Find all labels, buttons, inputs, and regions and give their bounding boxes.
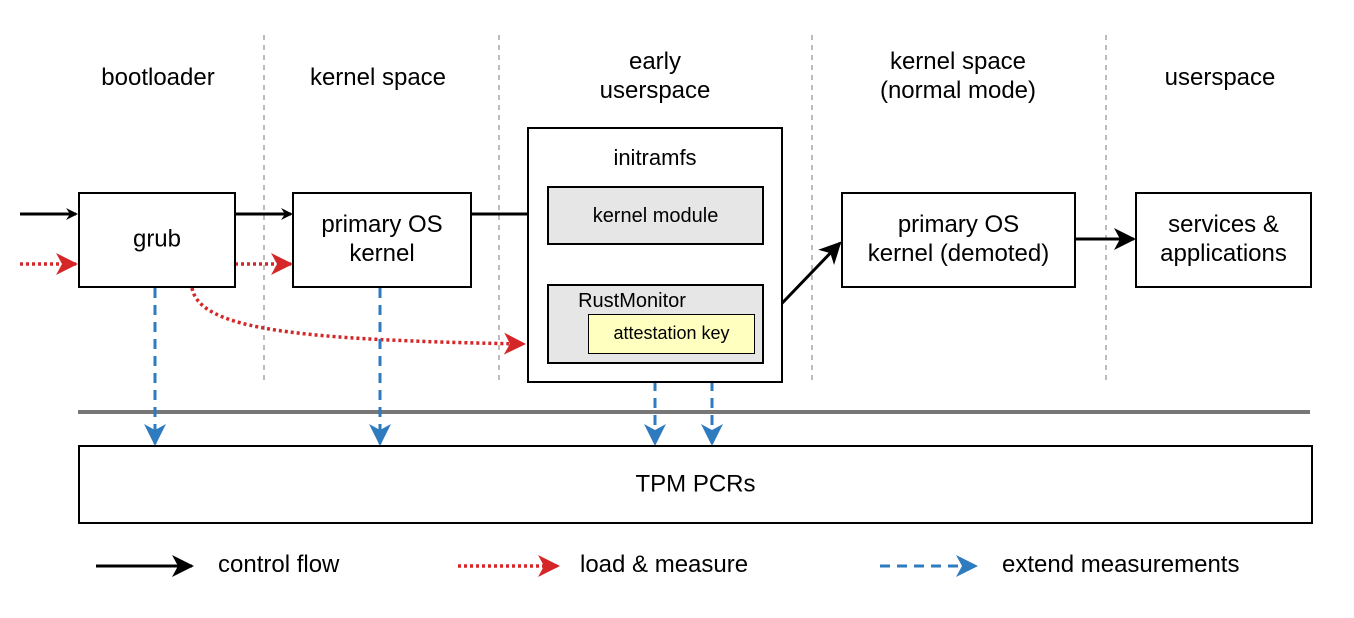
legend-load-measure: load & measure	[580, 551, 749, 578]
legend-extend-measurements: extend measurements	[1002, 551, 1240, 578]
demoted-kernel-label: primary OS kernel (demoted)	[867, 211, 1050, 267]
extend-arrows	[144, 245, 723, 446]
primary-kernel-box: primary OS kernel	[292, 192, 472, 288]
primary-kernel-label: primary OS kernel	[321, 211, 443, 267]
tpm-pcrs-box: TPM PCRs	[78, 445, 1313, 524]
legend-control-flow: control flow	[218, 551, 340, 578]
stage-label-userspace: userspace	[1164, 64, 1276, 91]
kernel-module-box: kernel module	[547, 186, 764, 245]
rust-monitor-label: RustMonitor	[578, 290, 686, 312]
kernel-module-label: kernel module	[592, 204, 719, 227]
services-box: services & applications	[1135, 192, 1312, 288]
services-label: services & applications	[1160, 211, 1287, 267]
stage-label-kernel-space: kernel space	[309, 64, 447, 91]
stage-label-bootloader: bootloader	[101, 64, 215, 91]
stage-label-kernel-space-normal: kernel space (normal mode)	[879, 48, 1037, 104]
grub-label: grub	[132, 225, 182, 253]
attestation-key-box: attestation key	[588, 314, 755, 354]
initramfs-label: initramfs	[613, 145, 697, 170]
stage-label-early-userspace: early userspace	[599, 48, 711, 104]
stage-dividers	[263, 35, 1107, 380]
grub-box: grub	[78, 192, 236, 288]
demoted-kernel-box: primary OS kernel (demoted)	[841, 192, 1076, 288]
attestation-key-label: attestation key	[613, 323, 730, 344]
tpm-pcrs-label: TPM PCRs	[635, 470, 756, 498]
load-grub-monitor	[190, 287, 526, 355]
